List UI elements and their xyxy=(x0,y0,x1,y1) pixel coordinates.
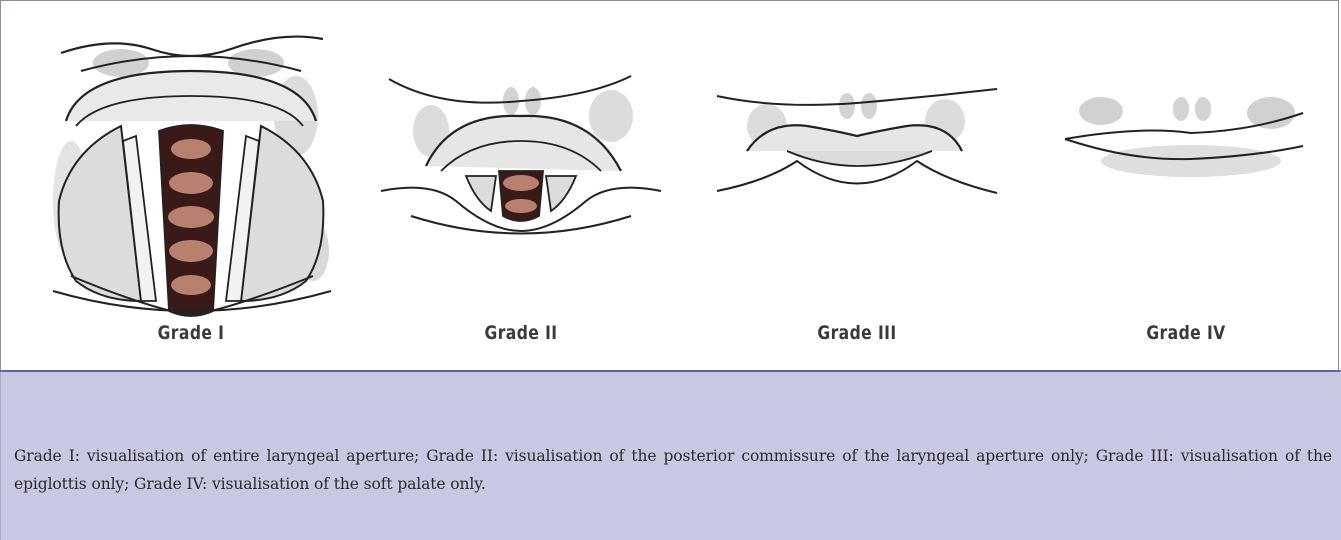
caption-box: Grade I: visualisation of entire larynge… xyxy=(0,372,1341,540)
grade-4-label: Grade IV xyxy=(1067,322,1305,344)
grade-illustration-figure: Grade I Grade II xyxy=(0,0,1339,371)
grade-3-label: Grade III xyxy=(734,322,980,344)
grade-4-panel: Grade IV xyxy=(1041,1,1331,372)
grade-2-panel: Grade II xyxy=(371,1,671,372)
grade-4-larynx-drawing xyxy=(1041,1,1331,331)
grade-2-label: Grade II xyxy=(398,322,644,344)
grade-3-larynx-drawing xyxy=(707,1,1007,331)
grade-1-larynx-drawing xyxy=(41,1,341,331)
grade-1-panel: Grade I xyxy=(41,1,341,372)
figure-caption: Grade I: visualisation of entire larynge… xyxy=(14,442,1332,498)
grade-3-panel: Grade III xyxy=(707,1,1007,372)
grade-1-label: Grade I xyxy=(68,322,314,344)
grade-2-larynx-drawing xyxy=(371,1,671,331)
